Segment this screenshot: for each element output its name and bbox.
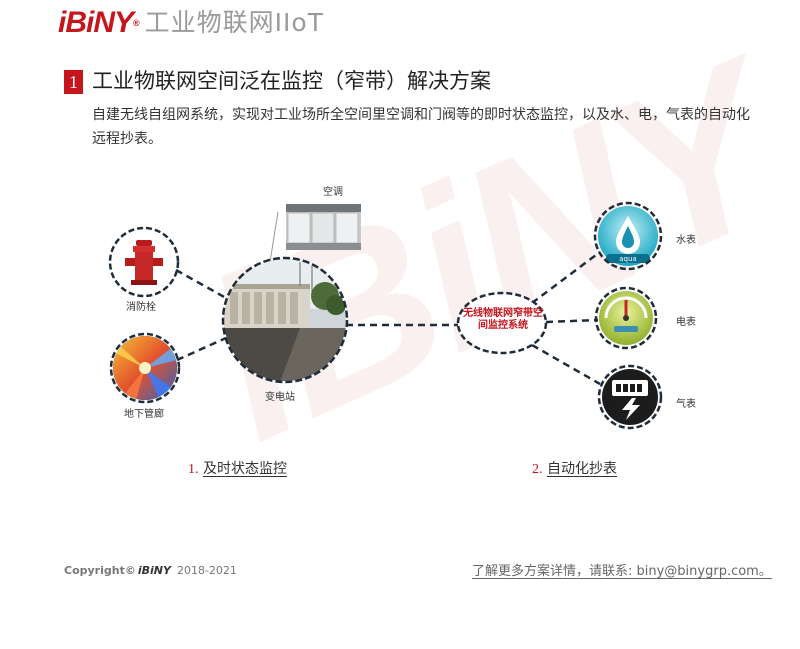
line-hydrant: [175, 268, 227, 300]
substation-label: 变电站: [265, 392, 295, 403]
section-title: 工业物联网空间泛在监控（窄带）解决方案: [92, 69, 491, 93]
gas-meter-node: [597, 364, 663, 430]
aircon-photo: [286, 204, 361, 250]
biny-logo: iBiNY®: [58, 6, 140, 39]
water-meter-node: aqua: [593, 201, 663, 271]
center-label: 无线物联网窄带空间监控系统: [463, 308, 543, 331]
brand-title: 工业物联网IIoT: [144, 8, 324, 37]
tunnel-label: 地下管廊: [124, 409, 164, 420]
line-water: [531, 251, 601, 304]
power-meter-node: [594, 286, 658, 350]
brand-header: iBiNY® 工业物联网IIoT: [58, 4, 324, 40]
aircon-pointer-line: [269, 211, 279, 263]
caption-auto-reading: 2. 自动化抄表: [532, 461, 617, 477]
tunnel-node: [109, 332, 181, 404]
line-tunnel: [176, 336, 227, 362]
center-node: [456, 291, 548, 355]
aircon-label: 空调: [323, 187, 343, 198]
connection-lines: [175, 251, 601, 386]
section-number: 1: [64, 70, 83, 94]
footer-copyright: Copyright© iBiNY 2018-2021: [64, 564, 237, 577]
line-gas: [531, 343, 601, 386]
hydrant-node: [108, 226, 180, 298]
contact-link[interactable]: 了解更多方案详情，请联系: biny@binygrp.com。: [472, 564, 772, 579]
hydrant-label: 消防栓: [126, 302, 156, 313]
section-description: 自建无线自组网系统，实现对工业场所全空间里空调和门阀等的即时状态监控，以及水、电…: [92, 107, 750, 147]
water-badge: aqua: [619, 255, 636, 263]
substation-node: [221, 256, 349, 384]
power-meter-label: 电表: [676, 317, 696, 328]
caption-status-monitoring: 1. 及时状态监控: [188, 461, 287, 477]
gas-meter-label: 气表: [676, 399, 696, 410]
line-power: [545, 318, 599, 324]
footer-logo: iBiNY: [137, 564, 171, 577]
water-meter-label: 水表: [676, 235, 696, 246]
